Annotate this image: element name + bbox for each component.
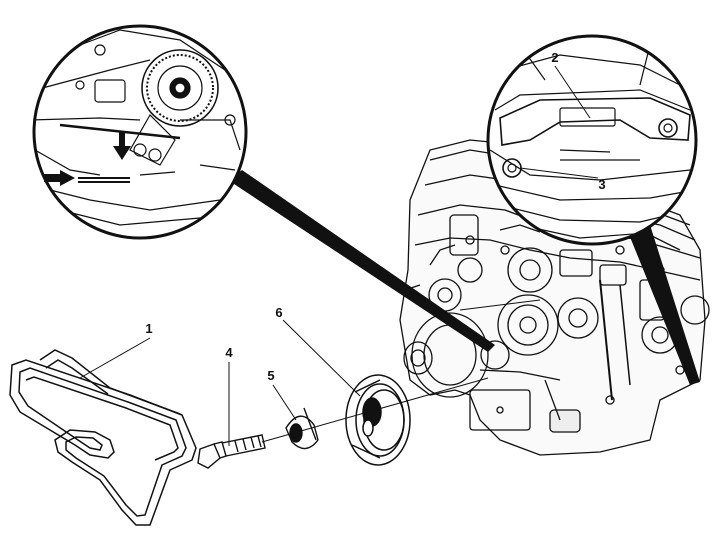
leader-lines bbox=[79, 65, 599, 446]
callout-4: 4 bbox=[225, 345, 233, 360]
damper-pulley-part bbox=[345, 374, 411, 466]
washer-part bbox=[285, 407, 319, 450]
callout-3: 3 bbox=[598, 177, 605, 192]
detail-circle-bracket bbox=[486, 34, 698, 246]
right-arrow-icon bbox=[44, 170, 75, 186]
detail-circle-tensioner bbox=[32, 24, 248, 240]
down-arrow-icon bbox=[113, 132, 131, 160]
callout-6: 6 bbox=[275, 305, 282, 320]
drive-belt-part bbox=[9, 349, 197, 526]
zoom-beam-left bbox=[228, 170, 495, 352]
zoom-beam-right bbox=[628, 225, 700, 385]
callout-5: 5 bbox=[267, 368, 274, 383]
bolt-part bbox=[197, 434, 266, 469]
belt-run-line bbox=[459, 299, 541, 311]
callout-1: 1 bbox=[145, 321, 152, 336]
callout-2: 2 bbox=[551, 50, 558, 65]
assembly-axis-line bbox=[261, 377, 489, 443]
